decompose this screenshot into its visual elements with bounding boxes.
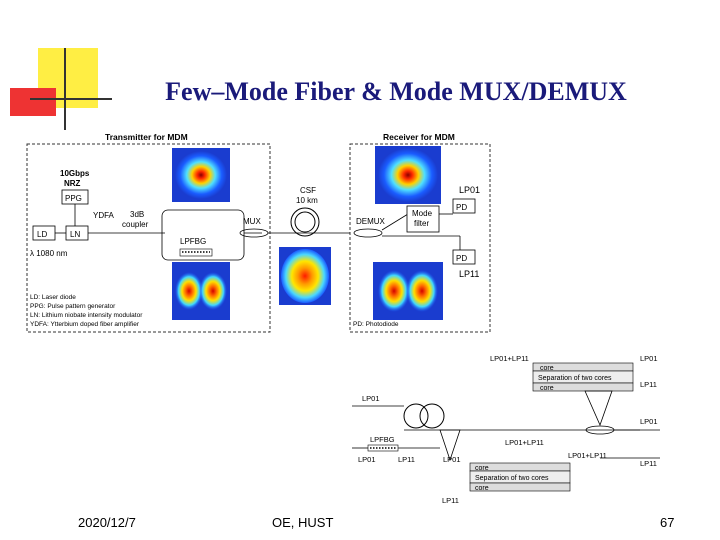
right-lp11-bot-label: LP11 <box>640 459 657 468</box>
pd-box-upper <box>452 198 476 214</box>
transmitter-label: Transmitter for MDM <box>105 132 188 142</box>
lpfbg-label: LPFBG <box>180 237 206 246</box>
src-line1-label: 10Gbps <box>60 169 90 178</box>
lp01-lp11-top-label: LP01+LP11 <box>490 354 529 363</box>
transmitter-frame <box>26 143 271 333</box>
footer-org: OE, HUST <box>272 515 334 530</box>
receiver-frame <box>349 143 491 333</box>
csf-line1-label: CSF <box>300 186 316 195</box>
polygon-shape <box>439 429 461 462</box>
lp01-lp11-bottom-label: LP01+LP11 <box>568 451 607 460</box>
mode-filter-line1-label: Mode <box>412 209 433 218</box>
src-line2-label: NRZ <box>64 179 81 188</box>
bottom-fiber-spool-left <box>403 403 429 429</box>
ellipse-shape <box>378 270 410 312</box>
deco-horizontal-line <box>30 98 112 100</box>
legend-ln-label: LN: Lithium niobate intensity modulator <box>30 312 143 319</box>
mux-label: MUX <box>243 217 261 226</box>
ppg-label: PPG <box>65 194 82 203</box>
ydfa-label: YDFA <box>93 211 115 220</box>
demux-coupler <box>353 228 383 238</box>
core-label: core <box>540 365 554 372</box>
legend-ppg-label: PPG: Pulse pattern generator <box>30 303 116 310</box>
rect-shape <box>469 482 571 492</box>
ellipse-shape <box>281 249 329 303</box>
pd-upper-label: PD <box>456 203 467 212</box>
lp01-lp11-mid-label: LP01+LP11 <box>505 438 544 447</box>
wavelength-label: λ 1080 nm <box>30 249 68 258</box>
lp11-label: LP11 <box>459 269 479 279</box>
line-shape <box>381 213 409 231</box>
ln-label: LN <box>70 230 80 239</box>
lp01-lower-label: LP01 <box>358 455 376 464</box>
core-label: core <box>475 485 489 492</box>
lp11-center-label: LP11 <box>442 496 459 505</box>
lpfbg-label: LPFBG <box>370 435 395 444</box>
separation-label: Separation of two cores <box>475 475 549 482</box>
ellipse-shape <box>175 272 203 310</box>
ellipse-shape <box>406 270 438 312</box>
pd-box-lower <box>452 249 476 265</box>
separation-label: Separation of two cores <box>538 375 612 382</box>
legend-ld-label: LD: Laser diode <box>30 294 76 301</box>
demux-label: DEMUX <box>356 217 386 226</box>
csf-line2-label: 10 km <box>296 196 318 205</box>
deco-vertical-line <box>64 48 66 130</box>
legend-ydfa-label: YDFA: Ytterbium doped fiber amplifier <box>30 321 140 328</box>
coupler-box <box>161 209 245 261</box>
right-lp01-bot-label: LP01 <box>640 417 658 426</box>
ellipse-shape <box>175 151 227 199</box>
lp01-left-label: LP01 <box>362 394 380 403</box>
receiver-label: Receiver for MDM <box>383 132 455 142</box>
rect-shape <box>532 382 634 392</box>
coupler-line1-label: 3dB <box>130 210 144 219</box>
csf-fiber-spool <box>290 207 320 237</box>
bottom-fiber-spool-right <box>419 403 445 429</box>
lpfbg-box <box>179 248 213 257</box>
mode-filter-line2-label: filter <box>414 219 429 228</box>
pd-lower-label: PD <box>456 254 467 263</box>
lp01-center-label: LP01 <box>443 455 461 464</box>
footer-date: 2020/12/7 <box>78 515 136 530</box>
legend-pd-label: PD: Photodiode <box>353 321 399 328</box>
ellipse-shape <box>199 272 227 310</box>
right-lp01-top-label: LP01 <box>640 354 658 363</box>
circle-shape <box>294 211 316 233</box>
right-lp11-top-label: LP11 <box>640 380 657 389</box>
ld-label: LD <box>37 230 47 239</box>
deco-red-square <box>10 88 56 116</box>
ellipse-shape <box>378 148 438 202</box>
core-label: core <box>540 385 554 392</box>
slide-title: Few–Mode Fiber & Mode MUX/DEMUX <box>165 77 627 106</box>
mode-filter-box <box>406 205 440 233</box>
lp01-label: LP01 <box>459 185 480 195</box>
lp11-lower-label: LP11 <box>398 455 415 464</box>
polygon-shape <box>584 390 613 427</box>
page-number: 67 <box>660 515 675 530</box>
core-label: core <box>475 465 489 472</box>
coupler-line2-label: coupler <box>122 220 149 229</box>
